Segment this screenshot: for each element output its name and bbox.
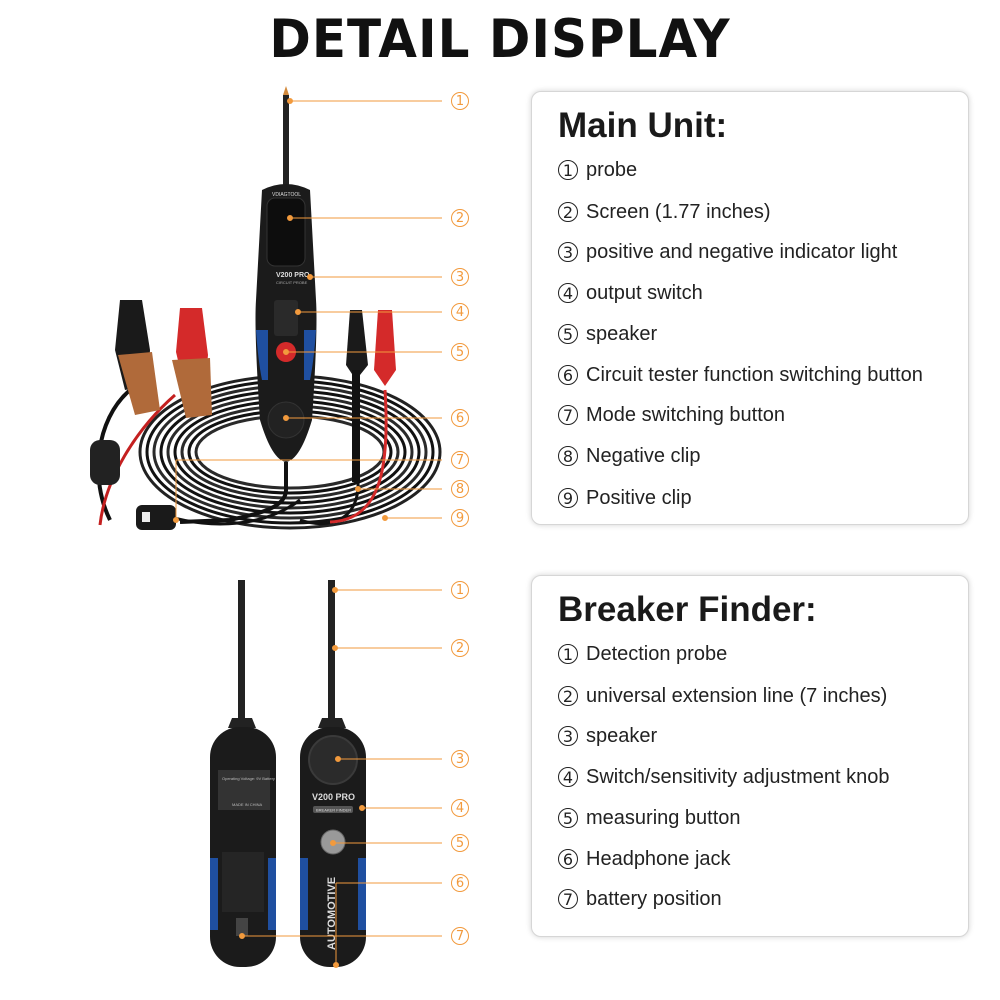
device-brand-text: VDIAGTOOL xyxy=(272,192,301,198)
breaker-finder-item-7: 7 battery position xyxy=(558,884,722,914)
callout-main-9: 9 xyxy=(451,509,469,527)
item-label: Switch/sensitivity adjustment knob xyxy=(586,765,890,788)
item-label: Mode switching button xyxy=(586,403,786,426)
callout-main-3: 3 xyxy=(451,268,469,286)
item-label: measuring button xyxy=(586,806,741,829)
item-label: speaker xyxy=(586,724,658,747)
positive-clip xyxy=(374,310,396,386)
negative-clip xyxy=(346,310,368,482)
callout-breaker-1: 1 xyxy=(451,581,469,599)
item-label: Screen (1.77 inches) xyxy=(586,200,771,223)
breaker-finder-item-5: 5 measuring button xyxy=(558,803,741,833)
item-label: battery position xyxy=(586,887,722,910)
main-unit-item-7: 7 Mode switching button xyxy=(558,400,785,430)
side-text: AUTOMOTIVE xyxy=(326,877,338,950)
callout-breaker-3: 3 xyxy=(451,750,469,768)
main-unit-item-3: 3 positive and negative indicator light xyxy=(558,237,897,267)
callout-main-2: 2 xyxy=(451,209,469,227)
item-number: 2 xyxy=(558,202,578,222)
item-number: 6 xyxy=(558,849,578,869)
main-unit-item-4: 4 output switch xyxy=(558,278,703,308)
battery-clip-negative xyxy=(115,300,160,415)
breaker-finder-front: V200 PRO BREAKER FINDER AUTOMOTIVE xyxy=(300,580,366,967)
callout-breaker-4: 4 xyxy=(451,799,469,817)
item-number: 5 xyxy=(558,324,578,344)
device-model-text: V200 PRO xyxy=(276,272,310,279)
item-number: 5 xyxy=(558,808,578,828)
breaker-finder-item-3: 3 speaker xyxy=(558,721,657,751)
item-number: 1 xyxy=(558,644,578,664)
made-in-text: MADE IN CHINA xyxy=(232,802,263,807)
item-number: 7 xyxy=(558,889,578,909)
callout-breaker-5: 5 xyxy=(451,834,469,852)
device-sub-text: CIRCUIT PROBE xyxy=(276,280,308,285)
item-label: Negative clip xyxy=(586,444,701,467)
item-label: Positive clip xyxy=(586,486,692,509)
breaker-finder-item-4: 4 Switch/sensitivity adjustment knob xyxy=(558,762,889,792)
item-number: 2 xyxy=(558,686,578,706)
item-number: 7 xyxy=(558,405,578,425)
callout-main-6: 6 xyxy=(451,409,469,427)
finder-sub-text: BREAKER FINDER xyxy=(316,808,351,813)
callout-main-4: 4 xyxy=(451,303,469,321)
item-number: 4 xyxy=(558,283,578,303)
breaker-finder-item-6: 6 Headphone jack xyxy=(558,844,731,874)
main-unit-item-2: 2 Screen (1.77 inches) xyxy=(558,197,771,227)
finder-model-text: V200 PRO xyxy=(312,792,355,802)
item-label: probe xyxy=(586,158,638,181)
item-label: Detection probe xyxy=(586,642,728,665)
main-unit-item-1: 1 probe xyxy=(558,155,637,185)
callout-breaker-2: 2 xyxy=(451,639,469,657)
callout-main-1: 1 xyxy=(451,92,469,110)
main-unit-item-6: 6 Circuit tester function switching butto… xyxy=(558,360,923,390)
callout-main-5: 5 xyxy=(451,343,469,361)
breaker-finder-heading: Breaker Finder: xyxy=(558,590,817,629)
item-number: 6 xyxy=(558,365,578,385)
main-unit-item-9: 9 Positive clip xyxy=(558,483,692,513)
callout-breaker-6: 6 xyxy=(451,874,469,892)
breaker-finder-back: Operating Voltage: 9V Battery MADE IN CH… xyxy=(210,580,276,967)
item-label: Circuit tester function switching button xyxy=(586,363,923,386)
callout-main-7: 7 xyxy=(451,451,469,469)
main-unit-item-5: 5 speaker xyxy=(558,319,657,349)
main-leader-lines xyxy=(173,98,442,523)
breaker-finder-panel: Breaker Finder: 1 Detection probe 2 univer… xyxy=(531,575,969,937)
callout-main-8: 8 xyxy=(451,480,469,498)
item-label: Headphone jack xyxy=(586,847,731,870)
item-number: 8 xyxy=(558,446,578,466)
item-label: output switch xyxy=(586,281,703,304)
item-number: 3 xyxy=(558,242,578,262)
breaker-finder-item-2: 2 universal extension line (7 inches) xyxy=(558,681,887,711)
item-number: 4 xyxy=(558,767,578,787)
item-label: universal extension line (7 inches) xyxy=(586,684,888,707)
page-title: DETAIL DISPLAY xyxy=(269,8,731,70)
main-unit-item-8: 8 Negative clip xyxy=(558,441,701,471)
item-label: speaker xyxy=(586,322,658,345)
item-number: 9 xyxy=(558,488,578,508)
breaker-finder-item-1: 1 Detection probe xyxy=(558,639,727,669)
item-number: 1 xyxy=(558,160,578,180)
breaker-leader-lines xyxy=(239,587,442,968)
main-unit-device: V200 PRO CIRCUIT PROBE VDIAGTOOL xyxy=(179,86,317,524)
battery-clip-positive xyxy=(172,308,212,418)
item-label: positive and negative indicator light xyxy=(586,240,898,263)
main-unit-heading: Main Unit: xyxy=(558,106,728,145)
item-number: 3 xyxy=(558,726,578,746)
back-label-text: Operating Voltage: 9V Battery xyxy=(222,776,275,781)
callout-breaker-7: 7 xyxy=(451,927,469,945)
